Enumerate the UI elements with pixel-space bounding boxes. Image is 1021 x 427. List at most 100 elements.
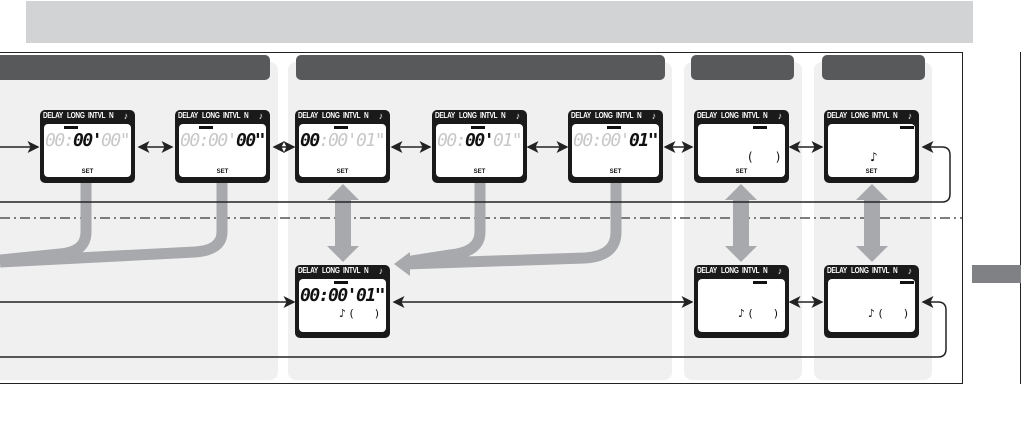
lcd-label-delay: DELAY — [571, 112, 591, 121]
lcd-label-long: LONG — [721, 267, 739, 276]
status-readout: ♪ ( ) — [738, 307, 779, 320]
lcd-label-n: N — [244, 112, 249, 121]
gray-arrowhead-icon — [394, 252, 410, 276]
lcd-label-long: LONG — [67, 112, 85, 121]
beep-icon: ♪ — [124, 110, 128, 122]
lcd-label-long: LONG — [322, 267, 340, 276]
lcd-screen: 00:00'01"SET — [299, 124, 386, 177]
lcd-screen: 00:00'00"SET — [179, 124, 266, 177]
mode-indicator-bar — [607, 126, 621, 129]
lcd-label-delay: DELAY — [827, 112, 847, 121]
beep-icon: ♪ — [778, 265, 782, 277]
time-active-digits: 00' — [73, 130, 103, 151]
status-readout: ♪ ( ) — [339, 307, 380, 320]
lcd-screen: ♪ ( ) — [698, 279, 785, 332]
mode-indicator-bar — [753, 126, 767, 129]
time-readout: 00:00'01" — [300, 285, 386, 306]
lcd-label-delay: DELAY — [697, 267, 717, 276]
lcd-label-intvl: INTVL — [742, 112, 760, 121]
return-loop-top — [0, 141, 951, 203]
lcd-label-n: N — [109, 112, 114, 121]
lcd-label-intvl: INTVL — [616, 112, 634, 121]
beep-icon: ♪ — [379, 265, 383, 277]
lcd-label-long: LONG — [721, 112, 739, 121]
mode-indicator-bar — [471, 126, 485, 129]
lcd-label-intvl: INTVL — [872, 267, 890, 276]
time-readout: 00:00'01" — [300, 130, 386, 151]
lcd-screen: 00:00'01" SET — [436, 124, 523, 177]
lcd-label-delay: DELAY — [43, 112, 63, 121]
lcd-label-delay: DELAY — [178, 112, 198, 121]
beep-icon: ♪ — [778, 110, 782, 122]
diagram-frame — [0, 52, 963, 384]
lcd-label-n: N — [763, 112, 768, 121]
beep-icon: ♪ — [516, 110, 520, 122]
time-inactive-digits: 01" — [493, 130, 523, 151]
lcd-label-delay: DELAY — [298, 267, 318, 276]
mode-indicator-bar — [334, 281, 348, 284]
lcd-label-intvl: INTVL — [88, 112, 106, 121]
lcd-screen: 00:00'01"SET — [572, 124, 659, 177]
gray-curved-arrow-icon — [0, 182, 92, 266]
time-inactive-digits: :00'01" — [318, 130, 386, 151]
lcd-label-delay: DELAY — [435, 112, 455, 121]
time-inactive-digits: 00: — [437, 130, 467, 151]
lcd-screen: 00:00'00"SET — [44, 124, 131, 177]
lcd-screen: ( )SET — [698, 124, 785, 177]
section-header-delay — [0, 55, 270, 80]
lcd-label-intvl: INTVL — [872, 112, 890, 121]
beep-icon: ♪ — [908, 265, 912, 277]
time-active-digits: 00 — [300, 130, 320, 151]
time-readout: 00:00'00" — [180, 130, 266, 151]
mode-indicator-bar — [753, 281, 767, 284]
mode-indicator-bar — [334, 126, 348, 129]
lcd-label-n: N — [893, 267, 898, 276]
lcd-label-delay: DELAY — [298, 112, 318, 121]
lcd-label-n: N — [637, 112, 642, 121]
lcd-label-long: LONG — [322, 112, 340, 121]
mode-indicator-bar — [900, 126, 914, 129]
time-readout: 00:00'01" — [573, 130, 659, 151]
time-inactive-digits: 00: — [45, 130, 75, 151]
gray-curved-arrow-icon — [404, 182, 486, 268]
set-indicator: SET — [473, 169, 486, 175]
beep-icon: ♪ — [259, 110, 263, 122]
section-header-interval — [296, 55, 665, 80]
lcd-label-n: N — [364, 112, 369, 121]
lcd-label-delay: DELAY — [827, 267, 847, 276]
section-header-beep — [822, 55, 925, 80]
lcd-label-long: LONG — [851, 267, 869, 276]
lcd-label-n: N — [763, 267, 768, 276]
lcd-label-intvl: INTVL — [223, 112, 241, 121]
title-bar — [26, 1, 973, 43]
section-header-count — [691, 55, 794, 80]
shot-count: ( ) — [748, 150, 781, 164]
gray-double-arrow-icon — [327, 184, 888, 262]
lcd-label-n: N — [364, 267, 369, 276]
mode-indicator-bar — [199, 126, 213, 129]
time-readout: 00:00'01" — [437, 130, 523, 151]
lcd-label-n: N — [501, 112, 506, 121]
lcd-label-n: N — [893, 112, 898, 121]
beep-icon: ♪ — [908, 110, 912, 122]
lcd-label-intvl: INTVL — [343, 112, 361, 121]
time-inactive-digits: 00" — [101, 130, 131, 151]
time-readout: 00:00'00" — [45, 130, 131, 151]
time-active-digits: 01" — [629, 130, 659, 151]
time-inactive-digits: 00:00' — [180, 130, 238, 151]
lcd-label-delay: DELAY — [697, 112, 717, 121]
status-readout: ♪ ( ) — [868, 307, 909, 320]
